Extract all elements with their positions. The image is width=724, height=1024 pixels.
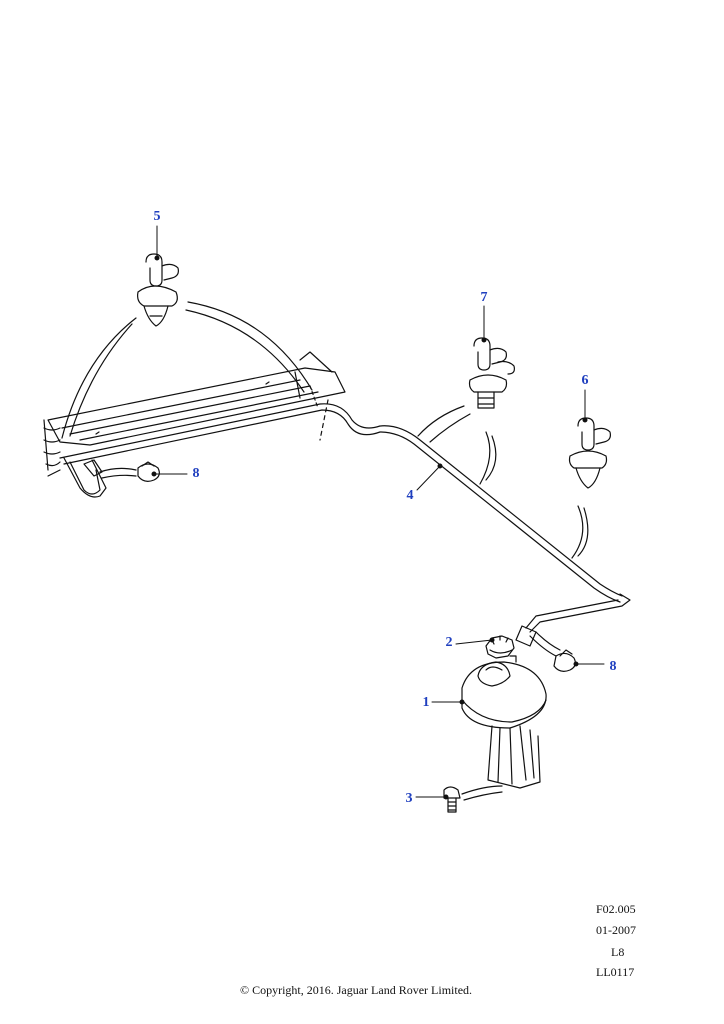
callout-1: 1 <box>422 695 430 710</box>
callout-8-right: 8 <box>609 659 617 674</box>
retaining-clip-right <box>568 417 611 489</box>
callout-8-left: 8 <box>192 466 200 481</box>
figure-date: 01-2007 <box>596 923 636 937</box>
retaining-clip-middle <box>468 337 515 409</box>
figure-number: F02.005 <box>596 902 636 916</box>
model-variant: L8 <box>611 945 625 959</box>
leader-lines <box>151 225 605 800</box>
callout-3: 3 <box>405 791 413 806</box>
callout-7: 7 <box>480 290 488 305</box>
retaining-clip-top <box>137 253 179 327</box>
copyright-notice: © Copyright, 2016. Jaguar Land Rover Lim… <box>239 983 473 997</box>
vent-hose <box>59 403 631 647</box>
callout-4: 4 <box>406 488 414 503</box>
bolt <box>443 786 461 813</box>
callout-5: 5 <box>153 209 161 224</box>
motion-arcs <box>61 301 589 801</box>
callout-6: 6 <box>581 373 589 388</box>
expansion-tank <box>461 655 547 789</box>
callout-2: 2 <box>445 635 453 650</box>
radiator-top-tank <box>43 351 346 477</box>
hose-clip-left <box>137 461 160 482</box>
illustration-code: LL0117 <box>596 965 635 979</box>
hose-clip-right <box>553 649 576 672</box>
